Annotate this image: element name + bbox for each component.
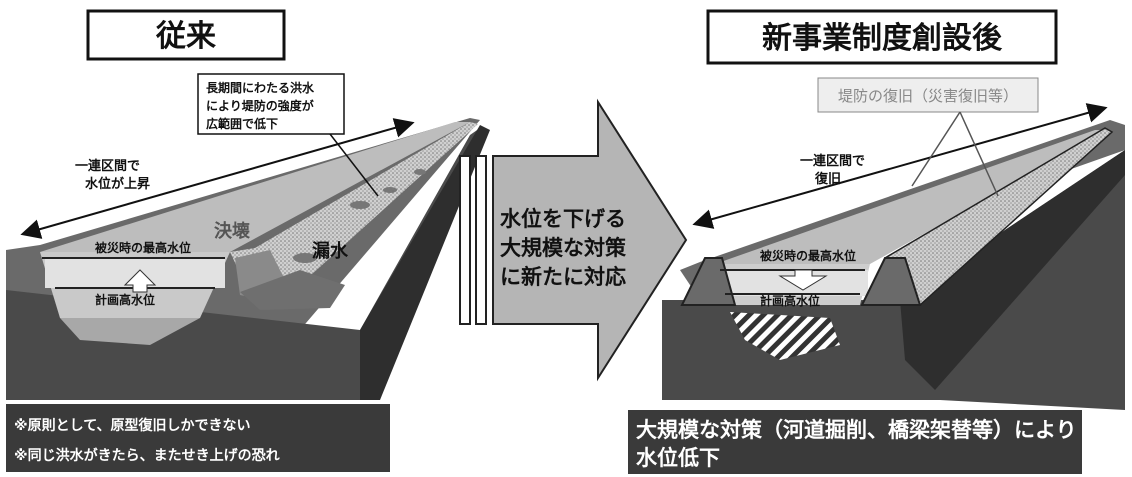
center-arrow-line-2: 大規模な対策 <box>500 236 627 260</box>
right-restore-box <box>817 77 1039 113</box>
left-rise-arrow-icon <box>123 269 157 293</box>
right-channel-excavation <box>730 312 840 360</box>
right-planned-level-label: 計画高水位 <box>760 293 820 308</box>
left-seep-3 <box>414 169 426 175</box>
right-flood-level-label: 被災時の最高水位 <box>760 248 856 263</box>
right-note-line-1: 大規模な対策（河道掘削、橋梁架替等）により <box>636 418 1077 442</box>
right-restore-pointer-2 <box>959 111 999 197</box>
left-callout-line-1: 長期間にわたる洪水 <box>206 80 315 95</box>
left-note-line-1: ※原則として、原型復旧しかできない <box>14 417 251 434</box>
right-note-box <box>628 410 1082 474</box>
left-title: 従来 <box>155 19 216 54</box>
center-big-arrow <box>492 98 688 382</box>
left-callout-pointer <box>329 133 379 197</box>
right-restore-label: 堤防の復旧（災害復旧等） <box>838 87 1018 105</box>
left-note-line-2: ※同じ洪水がきたら、またせき上げの恐れ <box>14 447 280 464</box>
right-embankment-front <box>860 257 922 306</box>
left-leak-puddle <box>293 253 317 263</box>
left-leak-label: 漏水 <box>312 240 349 262</box>
left-flood-spill <box>240 270 345 310</box>
center-bar-2 <box>475 155 487 325</box>
right-section-label-1: 一連区間で <box>800 153 865 169</box>
left-callout-line-2: により堤防の強度が <box>206 98 314 113</box>
left-breach-label: 決壊 <box>214 220 250 242</box>
left-section-label-2: 水位が上昇 <box>85 176 150 192</box>
left-seep-2 <box>383 187 397 193</box>
right-note-line-2: 水位低下 <box>636 446 720 470</box>
right-title: 新事業制度創設後 <box>762 21 1003 56</box>
left-ground-side <box>360 125 490 400</box>
right-title-box <box>706 9 1058 65</box>
right-panel: 被災時の最高水位 計画高水位 一連区間で 復旧 新事業制度創設後 堤防の復旧（災… <box>628 9 1125 474</box>
left-callout-box <box>197 73 345 135</box>
left-planned-level-label: 計画高水位 <box>95 292 155 307</box>
left-flood-level-label: 被災時の最高水位 <box>95 240 191 255</box>
right-section-arrow <box>692 103 1108 229</box>
center-arrow-line-3: に新たに対応 <box>500 265 626 289</box>
left-callout-line-3: 広範囲で低下 <box>206 116 278 131</box>
left-channel-bottom <box>60 318 200 345</box>
center-bar-1 <box>459 155 471 325</box>
right-lower-arrow-icon <box>778 269 828 291</box>
left-title-box <box>86 9 286 61</box>
left-panel: 被災時の最高水位 計画高水位 一連区間で 水位が上昇 決壊 漏水 従来 長期間に… <box>6 9 490 472</box>
center-arrow-line-1: 水位を下げる <box>500 207 626 231</box>
left-note-box <box>6 404 390 472</box>
left-seep-1 <box>350 201 370 209</box>
right-restore-pointer-1 <box>911 111 961 187</box>
left-section-label-1: 一連区間で <box>75 158 140 174</box>
left-section-arrow <box>20 118 415 239</box>
right-section-label-2: 復旧 <box>814 171 841 187</box>
center-arrow: 水位を下げる 大規模な対策 に新たに対応 <box>459 98 688 382</box>
